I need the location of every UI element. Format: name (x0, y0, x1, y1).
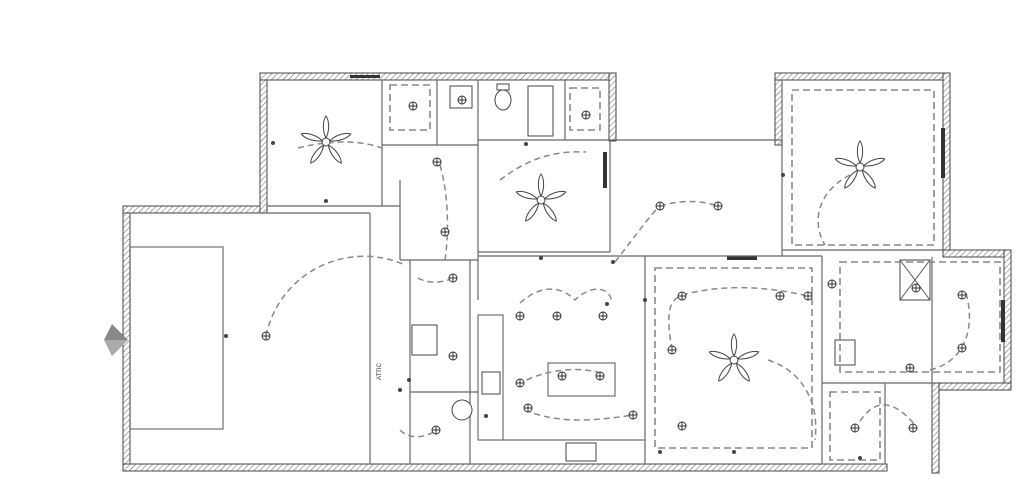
light-fixture-icon (911, 283, 921, 293)
light-fixture-icon (667, 345, 677, 355)
light-fixture-icon (408, 101, 418, 111)
exterior-walls (122, 72, 1012, 474)
light-fixture-icon (677, 421, 687, 431)
north-arrow-icon (104, 324, 128, 356)
light-fixture-icon (557, 371, 567, 381)
light-fixture-icon (431, 425, 441, 435)
interior-walls (129, 80, 943, 464)
circuit-lines (265, 141, 971, 441)
light-fixture-icon (261, 331, 271, 341)
light-fixture-icon (440, 227, 450, 237)
ceiling-fan-icon (299, 115, 353, 166)
light-fixture-icon (655, 201, 665, 211)
ceiling-fan-icon (707, 333, 761, 384)
windows (350, 75, 1005, 342)
light-fixture-icon (581, 110, 591, 120)
light-fixture-icon (908, 423, 918, 433)
light-fixture-icon (905, 363, 915, 373)
ceiling-fan-icon (833, 140, 887, 191)
lighting-zones (389, 84, 1001, 461)
light-fixture-icon (448, 273, 458, 283)
attic-label: ATTIC (377, 362, 383, 380)
light-fixture-icon (713, 201, 723, 211)
light-fixture-icon (598, 311, 608, 321)
light-fixture-icon (775, 291, 785, 301)
fixtures (411, 83, 931, 462)
light-fixture-icon (552, 311, 562, 321)
light-fixture-icon (850, 423, 860, 433)
light-fixture-icon (628, 410, 638, 420)
light-fixture-icon (515, 311, 525, 321)
light-fixture-icon (957, 290, 967, 300)
water-heater-icon (451, 399, 473, 421)
light-fixture-icon (957, 343, 967, 353)
light-fixture-icon (595, 371, 605, 381)
light-fixture-icon (457, 95, 467, 105)
receptacles (224, 141, 862, 460)
light-fixture-icon (523, 403, 533, 413)
light-fixture-icon (432, 157, 442, 167)
light-fixture-icon (827, 279, 837, 289)
light-fixture-icon (515, 378, 525, 388)
ceiling-fan-icon (514, 173, 568, 224)
light-fixture-icon (448, 351, 458, 361)
light-fixture-icon (803, 291, 813, 301)
light-fixture-icon (677, 291, 687, 301)
